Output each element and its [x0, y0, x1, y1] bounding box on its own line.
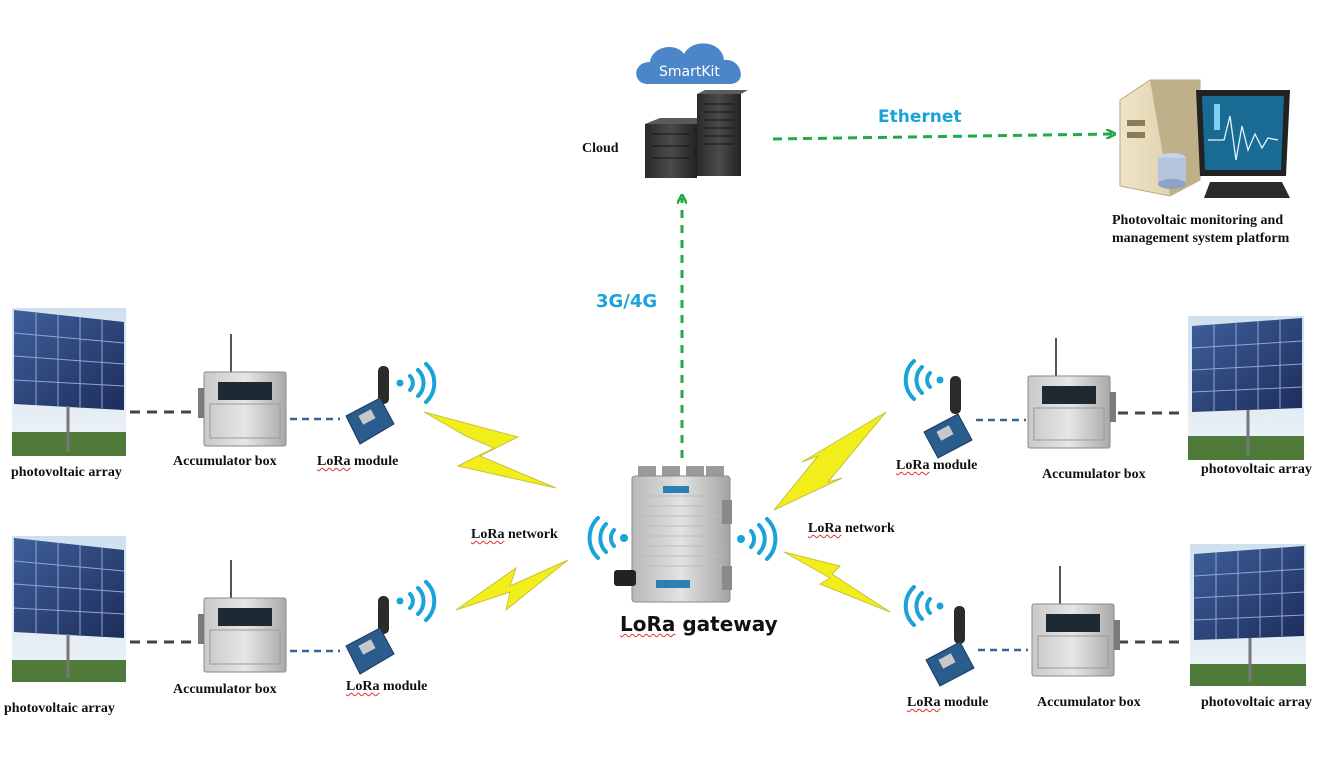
signal-icon [903, 585, 944, 627]
server-icon [645, 90, 748, 178]
platform-label-line2: management system platform [1112, 231, 1290, 246]
gateway-signal-left-icon [587, 516, 628, 560]
lora-module-icon [925, 606, 975, 687]
gateway-label-rest: gateway [675, 612, 778, 636]
gateway-label: LoRa gateway [620, 612, 778, 636]
accumulator-box-label: Accumulator box [1037, 695, 1141, 710]
solar-panel-icon [1188, 316, 1304, 460]
lora-network-left-lora: LoRa [471, 527, 505, 542]
lora-network-left-rest: network [504, 527, 558, 542]
accumulator-box-icon [198, 560, 287, 673]
gateway-label-lora: LoRa [620, 612, 676, 636]
computer-icon [1119, 79, 1290, 198]
lora-module-label-lora: LoRa [896, 458, 930, 473]
lora-module-label-lora: LoRa [317, 454, 351, 469]
lora-network-right-rest: network [841, 521, 895, 536]
lora-module-label: LoRa module [907, 695, 988, 711]
solar-panel-icon [12, 536, 126, 682]
lora-module-label: LoRa module [896, 458, 977, 474]
cloud-brand-label: SmartKit [659, 64, 720, 80]
lora-module-label-rest: module [940, 695, 989, 710]
gateway-device [614, 466, 732, 603]
lora-module-label-rest: module [350, 454, 399, 469]
cloud-label: Cloud [582, 141, 619, 156]
ethernet-label: Ethernet [878, 107, 962, 127]
lora-module-label: LoRa module [346, 679, 427, 695]
accumulator-box-label: Accumulator box [1042, 467, 1146, 482]
ethernet-link [772, 134, 1112, 141]
solar-panel-icon [1190, 544, 1306, 686]
accumulator-box-icon [1027, 338, 1116, 449]
platform-label-line1: Photovoltaic monitoring and [1112, 213, 1284, 228]
accumulator-box-label: Accumulator box [173, 454, 277, 469]
pv-array-label: photovoltaic array [11, 465, 122, 480]
accumulator-box-label: Accumulator box [173, 682, 277, 697]
lora-network-left-label: LoRa network [471, 527, 558, 543]
accumulator-box-icon [1031, 566, 1120, 677]
gateway-signal-right-icon [737, 517, 778, 561]
cloud-icon [636, 43, 741, 84]
solar-panel-icon [12, 308, 126, 456]
lora-network-right-label: LoRa network [808, 521, 895, 537]
lora-module-icon [345, 596, 395, 675]
accumulator-box-icon [198, 334, 287, 447]
pv-array-label: photovoltaic array [4, 701, 115, 716]
lora-module-label-lora: LoRa [346, 679, 380, 694]
lora-module-label-rest: module [929, 458, 978, 473]
signal-icon [396, 580, 437, 622]
lora-network-right-lora: LoRa [808, 521, 842, 536]
lora-module-icon [923, 376, 973, 459]
pv-array-label: photovoltaic array [1201, 462, 1312, 477]
lora-module-label-rest: module [379, 679, 428, 694]
lora-module-label-lora: LoRa [907, 695, 941, 710]
cellular-label: 3G/4G [596, 291, 658, 312]
lightning-bolt-icon [423, 411, 891, 613]
lora-module-label: LoRa module [317, 454, 398, 470]
lora-module-icon [345, 366, 395, 445]
signal-icon [396, 362, 437, 404]
signal-icon [903, 359, 944, 401]
pv-array-label: photovoltaic array [1201, 695, 1312, 710]
